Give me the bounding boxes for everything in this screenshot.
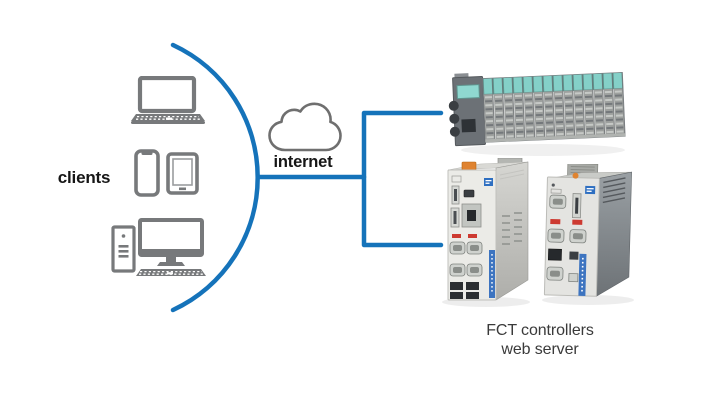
clients-label: clients xyxy=(57,168,111,187)
branch-lines xyxy=(361,110,444,248)
tablet-icon xyxy=(166,152,199,195)
controllers-caption-line2: web server xyxy=(501,341,579,358)
controllers-caption: FCT controllers web server xyxy=(451,321,629,359)
controller-left-image xyxy=(442,158,530,307)
laptop-icon xyxy=(131,76,205,124)
io-terminal-image xyxy=(448,72,626,156)
internet-label: internet xyxy=(273,153,333,171)
controller-right-image xyxy=(542,164,634,305)
controllers-caption-line1: FCT controllers xyxy=(486,322,594,339)
desktop-computer-icon xyxy=(111,218,206,276)
cloud-icon xyxy=(268,102,342,152)
smartphone-icon xyxy=(134,149,160,197)
